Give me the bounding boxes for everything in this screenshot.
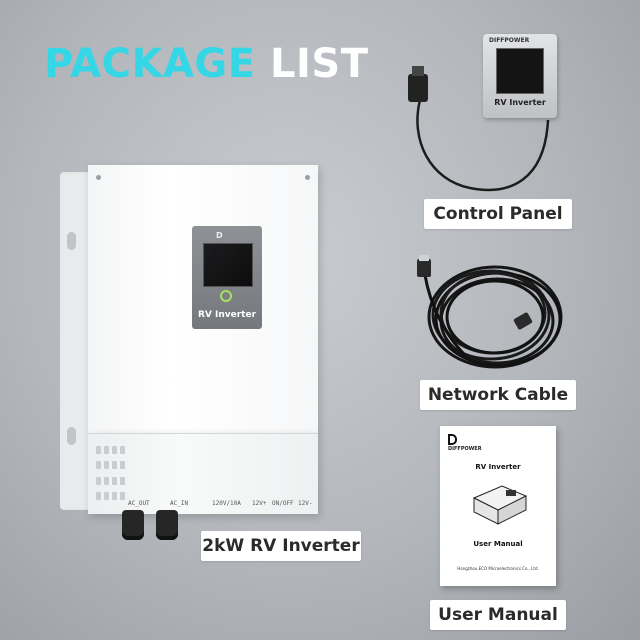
inverter-screen	[203, 243, 253, 287]
terminal-label: 120V/10A	[212, 500, 241, 507]
title-part-1: PACKAGE	[44, 41, 256, 87]
brand-label: DIFFPOWER	[489, 37, 530, 44]
manual-title: RV Inverter	[475, 463, 521, 471]
terminal-label: 12V-	[298, 500, 313, 507]
terminal-label: ON/OFF	[272, 500, 294, 507]
brand-mark: D	[216, 231, 223, 240]
terminal-label: AC_OUT	[128, 500, 150, 507]
manual-footer: Hangzhou ECO Microelectronics Co., Ltd.	[457, 566, 539, 571]
terminal-labels: AC_OUT AC_IN 120V/10A 12V+ ON/OFF 12V-	[128, 500, 318, 512]
mounting-slot	[67, 232, 76, 250]
manual-brand: DIFFPOWER	[448, 446, 482, 452]
user-manual-booklet: DIFFPOWER RV Inverter User Manual Hangzh…	[440, 426, 556, 586]
cable-gland	[156, 510, 178, 540]
item-label-network-cable: Network Cable	[420, 380, 576, 410]
cable-gland	[122, 510, 144, 540]
title-part-2: LIST	[270, 41, 369, 87]
inverter-display-panel: D RV Inverter	[192, 226, 262, 329]
item-label-user-manual: User Manual	[430, 600, 566, 630]
network-cable-coil	[417, 255, 563, 369]
screw	[305, 175, 310, 180]
inverter-sketch-icon	[472, 485, 528, 525]
mounting-slot	[67, 427, 76, 445]
power-button-icon	[220, 290, 232, 302]
control-panel-cable	[408, 66, 550, 192]
control-panel-caption: RV Inverter	[494, 98, 546, 107]
page-title: PACKAGE LIST	[44, 40, 368, 88]
brand-logo-icon	[448, 434, 457, 445]
item-label-inverter: 2kW RV Inverter	[201, 531, 361, 561]
display-caption: RV Inverter	[197, 310, 257, 320]
vent-grille	[96, 446, 126, 504]
terminal-label: 12V+	[252, 500, 267, 507]
item-label-control-panel: Control Panel	[424, 199, 572, 229]
manual-subtitle: User Manual	[473, 540, 523, 548]
control-panel-device: DIFFPOWER RV Inverter	[483, 34, 557, 118]
screw	[96, 175, 101, 180]
inverter-terminal-section: AC_OUT AC_IN 120V/10A 12V+ ON/OFF 12V-	[88, 433, 318, 514]
control-panel-screen	[496, 48, 544, 94]
terminal-label: AC_IN	[170, 500, 189, 507]
